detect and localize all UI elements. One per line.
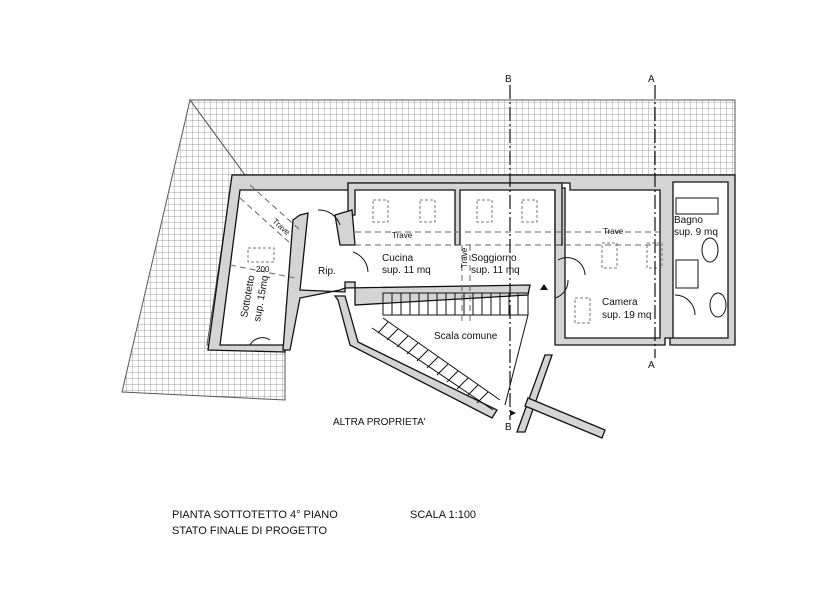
neighbor-label: ALTRA PROPRIETA' xyxy=(333,417,426,428)
beam-label-vertical: Trave xyxy=(460,247,469,268)
roof-tiles xyxy=(121,98,736,401)
room-cucina-name: Cucina xyxy=(382,253,414,264)
room-scala-name: Scala comune xyxy=(434,331,498,342)
room-camera-name: Camera xyxy=(602,297,638,308)
room-rip-name: Rip. xyxy=(318,266,336,277)
beams xyxy=(229,184,727,325)
title-block: PIANTA SOTTOTETTO 4° PIANO STATO FINALE … xyxy=(172,509,476,537)
room-soggiorno-area: sup. 11 mq xyxy=(471,265,520,276)
title-line1: PIANTA SOTTOTETTO 4° PIANO xyxy=(172,509,338,521)
room-camera-area: sup. 19 mq xyxy=(602,310,651,321)
room-bagno-name: Bagno xyxy=(674,215,703,226)
section-b-bottom: B xyxy=(505,422,512,433)
beam-label-camera: Trave xyxy=(603,227,624,236)
scale-label: SCALA 1:100 xyxy=(410,509,476,521)
beam-label-cucina: Trave xyxy=(392,231,413,240)
section-a-top: A xyxy=(648,74,655,85)
title-line2: STATO FINALE DI PROGETTO xyxy=(172,525,327,537)
section-a-bottom: A xyxy=(648,360,655,371)
dimension-label: 200 xyxy=(256,265,270,274)
room-soggiorno-name: Soggiorno xyxy=(471,253,517,264)
room-labels: Sottotetto sup. 15mq Rip. Cucina sup. 11… xyxy=(239,215,718,428)
section-b-top: B xyxy=(505,74,512,85)
section-lines: B B A A xyxy=(505,74,656,433)
room-bagno-area: sup. 9 mq xyxy=(674,227,718,238)
doors xyxy=(249,209,696,346)
stairs xyxy=(371,292,529,411)
room-cucina-area: sup. 11 mq xyxy=(382,265,431,276)
walls xyxy=(207,174,736,439)
